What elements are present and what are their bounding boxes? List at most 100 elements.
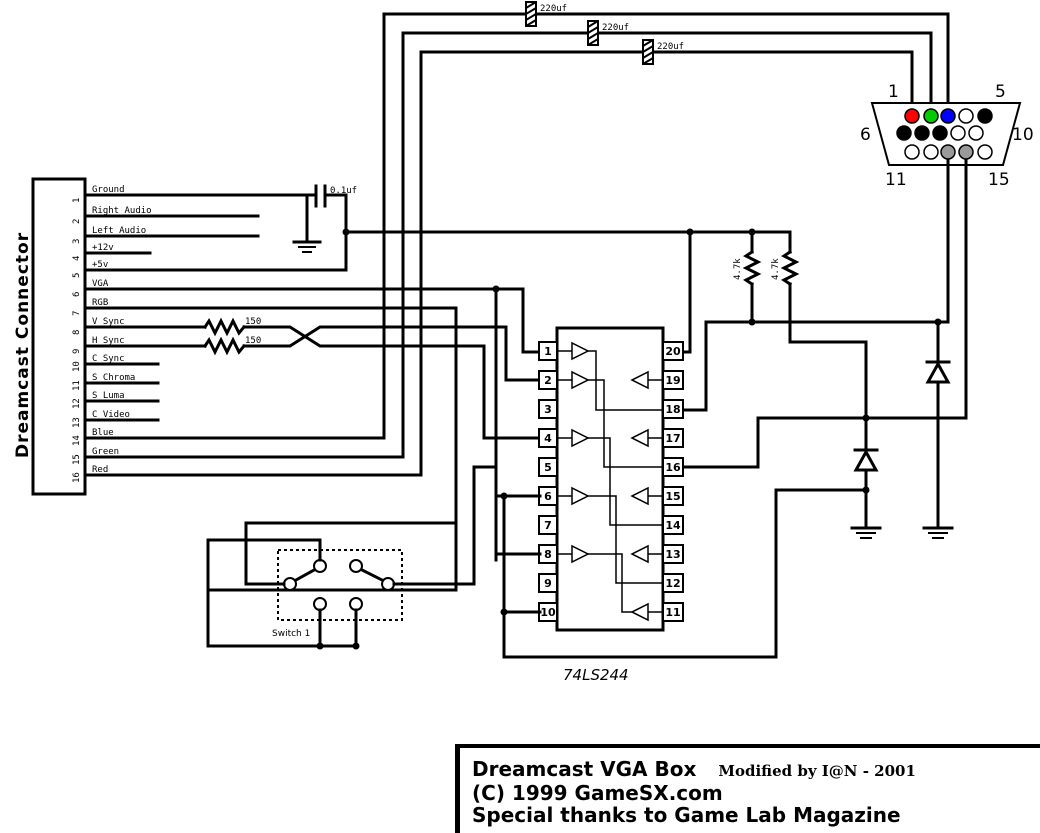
connector-pin-number: 11 bbox=[72, 380, 82, 391]
vga-pin bbox=[923, 144, 939, 160]
pullup-2-label: 4.7k bbox=[771, 258, 781, 280]
ic-pin-left-number: 8 bbox=[544, 548, 552, 561]
connector-pin-signal: Green bbox=[92, 447, 119, 457]
red-wire bbox=[83, 50, 647, 477]
switch-1: Switch 1 bbox=[272, 549, 403, 639]
credits-copyright: (C) 1999 GameSX.com bbox=[472, 781, 723, 805]
green-wire bbox=[83, 31, 592, 459]
connector-pin-number: 7 bbox=[72, 311, 82, 316]
ic-pin-left-number: 4 bbox=[544, 432, 552, 445]
connector-pin-signal: Red bbox=[92, 465, 108, 475]
vga-pin bbox=[968, 125, 984, 141]
ic-pin-left bbox=[538, 399, 558, 419]
diode-2 bbox=[850, 416, 882, 539]
cap-red bbox=[642, 39, 654, 65]
connector-pin-number: 5 bbox=[72, 273, 82, 278]
coupling-caps: 220uf 220uf 220uf bbox=[525, 1, 684, 65]
ic-pin-left-number: 7 bbox=[544, 519, 552, 532]
vga-vsync-line bbox=[678, 158, 968, 469]
ic-pin-left-number: 3 bbox=[544, 403, 552, 416]
vga-pin5-label: 5 bbox=[995, 82, 1006, 102]
ic-internal-lines bbox=[557, 350, 663, 613]
connector-pin-signal: Left Audio bbox=[92, 226, 146, 236]
connector-pin-number: 9 bbox=[72, 349, 82, 354]
connector-pin-signal: Right Audio bbox=[92, 206, 152, 216]
vga-connector: 1 5 6 10 11 15 bbox=[860, 82, 1034, 190]
ic-pin-right bbox=[662, 341, 684, 361]
hsync-resistor bbox=[202, 336, 247, 356]
ic-body bbox=[555, 326, 665, 632]
connector-pin-number: 1 bbox=[72, 198, 82, 203]
blue-wire bbox=[83, 12, 530, 440]
decouple-cap-lead bbox=[323, 193, 348, 272]
ic-pin-left-number: 2 bbox=[544, 374, 552, 387]
connector-pin-signal: V Sync bbox=[92, 317, 125, 327]
vga-pin10-label: 10 bbox=[1012, 125, 1034, 145]
ic-pin-right bbox=[662, 399, 684, 419]
enable-line bbox=[502, 488, 868, 659]
decouple-cap-label: 0.1uf bbox=[330, 186, 357, 196]
connector-pin-number: 15 bbox=[72, 454, 82, 465]
vga-pin bbox=[940, 144, 956, 160]
ic-pin-left bbox=[538, 573, 558, 593]
ic-pin-right-number: 20 bbox=[665, 345, 681, 358]
cap-blue-label: 220uf bbox=[540, 4, 567, 14]
connector-pin-signal: Ground bbox=[92, 185, 125, 195]
connector-pin-signal: +5v bbox=[92, 260, 108, 270]
vga-pins bbox=[896, 108, 993, 160]
blue-to-vga bbox=[536, 12, 950, 114]
credits-title: Dreamcast VGA Box bbox=[472, 757, 697, 781]
ic-pin-left-number: 10 bbox=[540, 606, 556, 619]
connector-pin-number: 16 bbox=[72, 472, 82, 483]
green-to-vga bbox=[598, 31, 933, 114]
connector-pin-number: 10 bbox=[72, 361, 82, 372]
credits-modified: Modified by I@N - 2001 bbox=[718, 762, 916, 780]
cap-blue bbox=[525, 1, 537, 27]
vga-pin bbox=[904, 144, 920, 160]
ic-pin-left-number: 1 bbox=[544, 345, 552, 358]
ic-pin-right-number: 15 bbox=[665, 490, 680, 503]
ic-part-name: 74LS244 bbox=[563, 666, 629, 684]
pullup-res-2 bbox=[780, 249, 800, 287]
ic-pin-right-number: 12 bbox=[665, 577, 680, 590]
vga-pin bbox=[950, 125, 966, 141]
vga-pin15-label: 15 bbox=[988, 170, 1010, 190]
connector-body bbox=[31, 177, 87, 496]
rgb-wire bbox=[83, 306, 458, 592]
ic-pin-left-number: 9 bbox=[544, 577, 552, 590]
vga-pin bbox=[977, 108, 993, 124]
connector-pin-signal: C Sync bbox=[92, 354, 125, 364]
connector-pin-number: 3 bbox=[72, 239, 82, 244]
ic-pin-right-number: 13 bbox=[665, 548, 680, 561]
hsync-to-pin2 bbox=[242, 325, 542, 382]
vga-pin11-label: 11 bbox=[885, 170, 907, 190]
vga-pin bbox=[940, 108, 956, 124]
vga-pin bbox=[923, 108, 939, 124]
ic-pin-right-number: 19 bbox=[665, 374, 680, 387]
red-to-vga bbox=[653, 50, 914, 114]
vga-pin bbox=[932, 125, 948, 141]
connector-pin-signal: C Video bbox=[92, 410, 130, 420]
ic-pin-left-number: 5 bbox=[544, 461, 552, 474]
connector-pin-signal: S Chroma bbox=[92, 373, 135, 383]
vsync-res-label: 150 bbox=[245, 317, 261, 327]
vga-pin bbox=[896, 125, 912, 141]
ic-pin-right-number: 11 bbox=[665, 606, 680, 619]
connector-pin-number: 14 bbox=[72, 435, 82, 446]
connector-pin-signal: Blue bbox=[92, 428, 114, 438]
connector-pin-number: 4 bbox=[72, 256, 82, 261]
ic-pin-left-number: 6 bbox=[544, 490, 552, 503]
cap-red-label: 220uf bbox=[657, 42, 684, 52]
connector-pin-signal: RGB bbox=[92, 298, 108, 308]
vga-pin6-label: 6 bbox=[860, 125, 871, 145]
credits-title-line: Dreamcast VGA Box Modified by I@N - 2001 bbox=[472, 758, 1040, 782]
vga-pin bbox=[977, 144, 993, 160]
ic-pin-right-number: 14 bbox=[665, 519, 681, 532]
vga-wire bbox=[83, 287, 542, 354]
ic-pin-left bbox=[538, 457, 558, 477]
diode-1 bbox=[922, 320, 954, 539]
